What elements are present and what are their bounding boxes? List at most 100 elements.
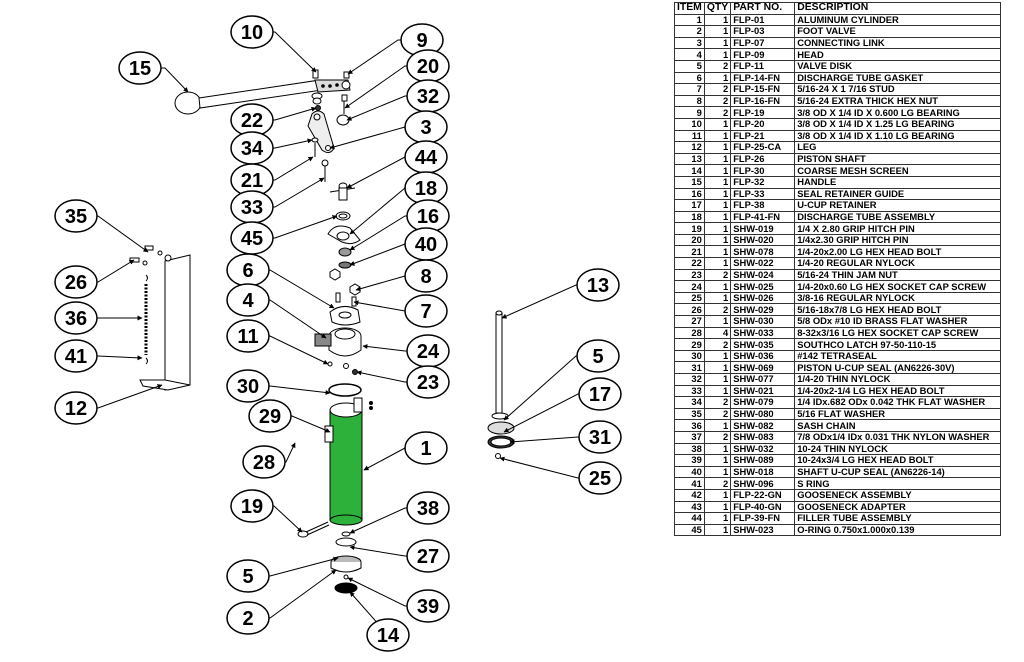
balloon-circle [406,365,450,399]
cell-qty: 1 [703,36,732,50]
part-head [314,306,362,375]
cell-part-no: SHW-082 [730,419,796,432]
balloon-label: 18 [415,178,437,200]
leader-line [161,67,189,93]
cell-description: U-CUP RETAINER [794,199,1002,212]
cell-item: 39 [674,454,705,467]
cell-qty: 1 [703,71,732,85]
leader-line [346,156,406,189]
cell-item: 28 [674,326,705,340]
table-header-row: ITEM QTY PART NO. DESCRIPTION [674,2,1002,15]
cell-item: 34 [674,396,705,409]
leader-line [269,385,331,395]
balloon-label: 26 [65,272,87,294]
cell-description: 1/4-20x2-1/4 LG HEX HEAD BOLT [794,384,1002,398]
cell-description: S RING [794,477,1002,490]
callout-balloon-23: 23 [356,365,450,399]
balloon-circle [578,420,622,454]
cell-qty: 1 [703,384,732,398]
leader-line [355,275,406,292]
balloon-label: 17 [589,384,611,406]
balloon-label: 15 [129,58,151,80]
callout-balloon-7: 7 [353,294,448,328]
cell-description: SHAFT U-CUP SEAL (AN6226-14) [794,465,1002,479]
balloon-circle [406,491,450,525]
cell-description: 5/16-24 THIN JAM NUT [794,268,1002,282]
cell-part-no: FLP-22-GN [730,488,796,502]
balloon-label: 10 [241,22,263,44]
cell-description: 1/4 X 2.80 GRIP HITCH PIN [794,222,1002,235]
callout-balloon-12: 12 [54,384,163,425]
cell-qty: 1 [703,349,732,363]
callout-balloon-28: 28 [242,442,296,479]
balloon-circle [226,559,270,593]
leader-line [356,370,407,383]
balloon-circle [404,259,448,293]
leader-line [499,456,579,479]
leader-line [503,393,579,433]
balloon-label: 4 [242,290,254,312]
balloon-label: 25 [589,468,611,490]
cell-description: DISCHARGE TUBE ASSEMBLY [794,210,1002,224]
balloon-circle [230,15,274,49]
cell-item: 16 [674,187,705,201]
callout-balloon-24: 24 [362,334,450,368]
balloon-label: 16 [417,206,439,228]
balloon-label: 31 [589,427,611,449]
cell-item: 36 [674,419,705,432]
balloon-label: 27 [417,546,439,568]
leader-line [273,138,313,149]
cell-part-no: SHW-020 [730,233,796,247]
cell-part-no: FLP-25-CA [730,141,796,154]
cell-description: SOUTHCO LATCH 97-50-110-15 [794,338,1002,351]
cell-item: 25 [674,291,705,305]
callout-balloon-3: 3 [329,110,448,150]
balloon-circle [54,199,98,233]
callout-balloon-15: 15 [118,51,189,93]
cell-part-no: SHW-021 [730,384,796,398]
cell-description: HEAD [794,48,1002,61]
part-piston-shaft-assembly [487,310,515,459]
balloon-label: 2 [242,608,253,630]
cell-item: 14 [674,164,705,177]
balloon-label: 32 [417,86,439,108]
cell-item: 41 [674,477,705,490]
callout-balloon-6: 6 [226,253,335,309]
callout-balloon-31: 31 [509,420,622,454]
cell-description: 10-24x3/4 LG HEX HEAD BOLT [794,454,1002,467]
balloon-label: 30 [237,376,259,398]
callout-balloon-41: 41 [54,339,143,373]
callout-balloon-32: 32 [346,79,450,121]
cell-part-no: SHW-029 [730,303,796,317]
leader-line [97,355,143,361]
balloon-label: 9 [416,30,427,52]
cell-item: 35 [674,407,705,421]
balloon-label: 23 [417,372,439,394]
cell-part-no: FLP-14-FN [730,71,796,85]
leader-line [509,436,579,445]
balloon-label: 40 [415,234,437,256]
callout-balloon-11: 11 [226,319,329,365]
cell-part-no: SHW-083 [730,430,796,444]
cell-qty: 1 [703,199,732,212]
leader-line [97,259,135,283]
cell-description: 1/4-20 THIN NYLOCK [794,373,1002,386]
cell-qty: 1 [703,187,732,201]
cell-item: 45 [674,523,705,537]
cell-qty: 1 [703,25,732,38]
balloon-label: 39 [417,596,439,618]
cell-qty: 2 [703,59,732,73]
leader-line [349,545,407,557]
cell-description: 1/4x2.30 GRIP HITCH PIN [794,233,1002,247]
